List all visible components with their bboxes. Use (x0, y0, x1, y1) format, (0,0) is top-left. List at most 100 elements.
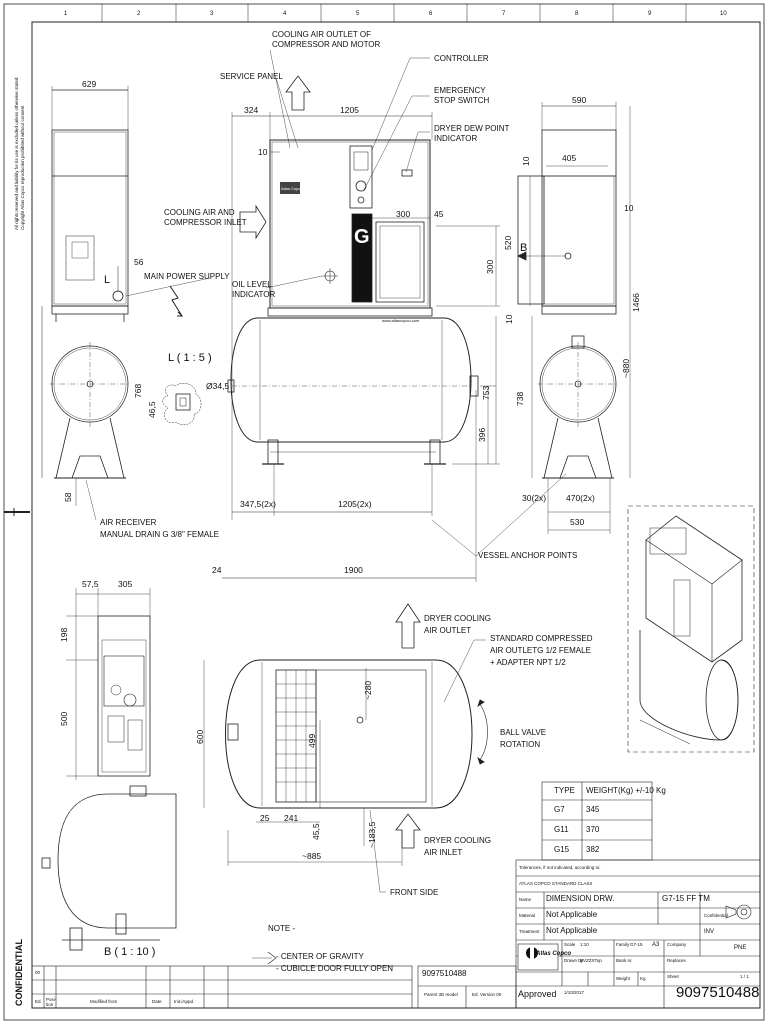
tb-sheet-value: 1 / 1 (740, 974, 749, 979)
tb-drawn-label: Drawn by (564, 958, 584, 963)
dim-1205: 1205 (340, 105, 359, 115)
tb-company-label: Company (667, 942, 687, 947)
tb-drw-number-small: 9097510488 (422, 969, 467, 978)
callout-std-outlet-2: AIR OUTLETG 1/2 FEMALE (490, 646, 591, 655)
tb-scale-value: 1:10 (580, 942, 589, 947)
callout-emergency-1: EMERGENCY (434, 86, 486, 95)
tb-scale-label: Scale (564, 942, 576, 947)
tb-family-value: G7-15 (630, 942, 643, 947)
tb-material-label: Material (519, 913, 536, 918)
grid-col-7: 7 (502, 11, 506, 17)
dim-10c: 10 (624, 203, 634, 213)
dim-280: ~280 (363, 680, 373, 700)
dim-470x2: 470(2x) (566, 493, 595, 503)
callout-ball-valve-1: BALL VALVE (500, 728, 547, 737)
weight-header-type: TYPE (554, 786, 575, 795)
front-view (85, 49, 567, 582)
grid-col-4: 4 (283, 11, 287, 17)
dim-198: 198 (59, 627, 69, 642)
dim-753: 753 (481, 385, 491, 400)
tb-replaces-label: Replaces (667, 958, 686, 963)
dim-590: 590 (572, 95, 587, 105)
tb-kg: Kg (640, 976, 646, 981)
dim-10b: 10 (521, 156, 531, 166)
callout-dryer-out-2: AIR OUTLET (424, 626, 472, 635)
dim-520: 520 (503, 235, 513, 250)
side-note: All rights reserved and liability for it… (14, 77, 19, 230)
callout-cooling-inlet-1: COOLING AIR AND (164, 208, 235, 217)
weight-header-weight: WEIGHT(Kg) +/-10 Kg (586, 786, 666, 795)
dim-phi: Ø34,5 (206, 381, 230, 391)
tb-standard: ATLAS COPCO STANDARD CLASS (519, 881, 593, 886)
callout-dryer-dew-2: INDICATOR (434, 134, 478, 143)
tb-drawn-value: BVZZXTop (580, 958, 602, 963)
detail-l-marker: L (104, 274, 111, 286)
dim-56: 56 (134, 257, 144, 267)
dim-46-5: 46,5 (147, 401, 157, 418)
callout-std-outlet-3: + ADAPTER NPT 1/2 (490, 658, 566, 667)
weight-row-3-type: G15 (554, 845, 570, 854)
dim-396: 396 (477, 427, 487, 442)
grid-col-3: 3 (210, 11, 214, 17)
tb-treatment-label: Treatment (519, 929, 540, 934)
tb-logo: Atlas Copco (536, 951, 572, 957)
dim-885: ~885 (302, 851, 322, 861)
view-b-marker: B (520, 242, 528, 254)
grid-col-9: 9 (648, 11, 652, 17)
detail-b-title: B ( 1 : 10 ) (104, 946, 156, 958)
tb-model: G7-15 FF TM (662, 894, 710, 903)
tb-ed-label: Ed. (35, 999, 42, 1004)
callout-cooling-outlet-2: COMPRESSOR AND MOTOR (272, 40, 381, 49)
callout-std-outlet-1: STANDARD COMPRESSED (490, 634, 593, 643)
dim-629: 629 (82, 79, 97, 89)
grid-ticks (101, 4, 687, 22)
note-title: NOTE - (268, 924, 296, 933)
panel-g-letter: G (354, 226, 370, 248)
tb-family-label: Family (616, 942, 630, 947)
weight-row-1-type: G7 (554, 805, 565, 814)
dim-1466: 1466 (631, 293, 641, 312)
weight-row-2-type: G11 (554, 825, 569, 834)
callout-oil-level-2: INDICATOR (232, 290, 276, 299)
tb-inv: INV (704, 929, 715, 935)
callout-air-receiver-1: AIR RECEIVER (100, 518, 157, 527)
tb-bank-label: Bank nr. (616, 958, 633, 963)
dim-241: 241 (284, 813, 299, 823)
tb-drw-number: 9097510488 (676, 984, 760, 1001)
detail-l-title: L ( 1 : 5 ) (168, 352, 212, 364)
callout-emergency-2: STOP SWITCH (434, 96, 490, 105)
callout-cooling-inlet-2: COMPRESSOR INLET (164, 218, 247, 227)
tb-tolerances: Tolerances, if not indicated, according … (519, 865, 601, 870)
dim-880: ~880 (621, 358, 631, 378)
tb-a3: A3 (652, 942, 660, 948)
dim-300v: 300 (485, 259, 495, 274)
dim-45: 45 (434, 209, 444, 219)
dim-530: 530 (570, 517, 585, 527)
weight-row-3-value: 382 (586, 845, 600, 854)
dim-30x2: 30(2x) (522, 493, 547, 503)
callout-main-power: MAIN POWER SUPPLY (144, 272, 230, 281)
grid-col-2: 2 (137, 11, 141, 17)
grid-col-8: 8 (575, 11, 579, 17)
note-line-2: - CUBICLE DOOR FULLY OPEN (276, 964, 394, 973)
grid-col-6: 6 (429, 11, 433, 17)
panel-brand: Atlas Copco (281, 186, 303, 191)
callout-ball-valve-2: ROTATION (500, 740, 541, 749)
confidential-banner: CONFIDENTIAL (14, 939, 24, 1006)
bottom-left-view (41, 588, 177, 951)
dim-324: 324 (244, 105, 259, 115)
callout-vessel-anchor: VESSEL ANCHOR POINTS (478, 551, 578, 560)
dim-300h: 300 (396, 209, 411, 219)
tb-modified-from: Modified from (90, 999, 118, 1004)
tb-parent: Parent 3D model (424, 992, 458, 997)
title-block-grid (31, 859, 761, 1009)
tb-approved: Approved (518, 989, 557, 999)
dim-10a: 10 (258, 147, 268, 157)
dim-500: 500 (59, 711, 69, 726)
dim-183: ~183,5 (367, 821, 377, 848)
grid-col-10: 10 (720, 11, 727, 17)
tb-weight-label: Weight (616, 976, 630, 981)
dim-25: 25 (260, 813, 270, 823)
